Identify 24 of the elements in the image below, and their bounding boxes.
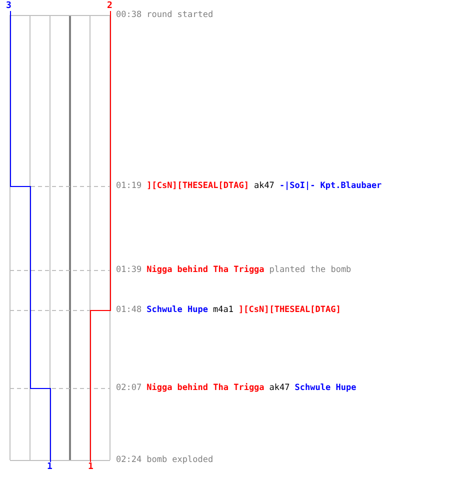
weapon-name: ak47 (254, 181, 274, 191)
player-name: ][CsN][THESEAL[DTAG] (238, 305, 341, 315)
timestamp: 01:39 (116, 265, 142, 275)
player-name: Nigga behind Tha Trigga (146, 265, 264, 275)
timestamp: 02:24 (116, 455, 142, 465)
event-text: bomb exploded (146, 455, 214, 465)
player-count: 3 (6, 2, 12, 11)
weapon-name: ak47 (269, 383, 290, 393)
timestamp: 00:38 (116, 10, 142, 20)
player-count: 2 (107, 2, 112, 11)
weapon-name: m4a1 (213, 305, 234, 315)
player-name: Kpt.Blaubaer (320, 181, 382, 191)
event-text: planted the bomb (269, 265, 352, 275)
player-count: 1 (88, 463, 94, 472)
event-text: round started (146, 10, 214, 20)
timestamp: 01:19 (116, 181, 142, 191)
player-name: Nigga behind Tha Trigga (146, 383, 264, 393)
player-name: Schwule Hupe (146, 305, 208, 315)
player-name: Schwule Hupe (294, 383, 356, 393)
player-name: ][CsN][THESEAL[DTAG] (146, 181, 249, 191)
timestamp: 01:48 (116, 305, 142, 315)
player-count: 1 (47, 463, 52, 472)
player-name: -|SoI|- (279, 181, 316, 191)
timestamp: 02:07 (116, 383, 142, 393)
